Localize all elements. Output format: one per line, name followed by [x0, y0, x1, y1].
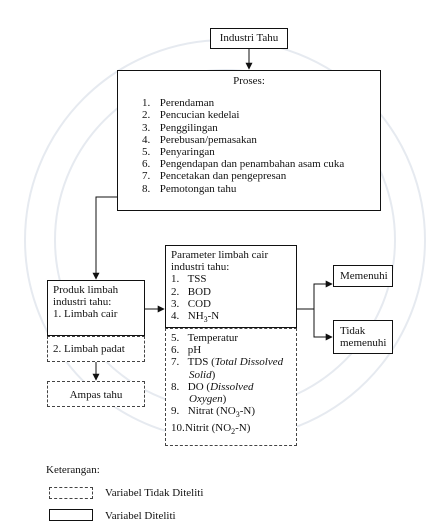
- produk-limbah-box: Produk limbah industri tahu: 1. Limbah c…: [47, 280, 145, 336]
- parameter-measured-list: 1. TSS 2. BOD 3. COD 4. NH3-N: [171, 273, 291, 326]
- legend-dashed-swatch: [49, 487, 93, 499]
- parameter-item: 9. Nitrat (NO3-N): [171, 405, 255, 420]
- proses-step: 6. Pengendapan dan penambahan asam cuka: [142, 158, 345, 171]
- legend-solid-swatch: [49, 509, 93, 521]
- proses-title: Proses:: [233, 75, 265, 87]
- proses-step: 4. Perebusan/pemasakan: [142, 133, 257, 146]
- proses-step: 2. Pencucian kedelai: [142, 109, 240, 122]
- proses-step: 5. Penyaringan: [142, 146, 215, 159]
- legend-dashed-label: Variabel Tidak Diteliti: [105, 487, 204, 499]
- tidak-memenuhi-line2: memenuhi: [340, 337, 387, 350]
- parameter-item: 5. Temperatur: [171, 332, 239, 344]
- limbah-padat-box: 2. Limbah padat: [47, 336, 145, 362]
- parameter-item: 2. BOD: [171, 285, 211, 298]
- ampas-tahu-box: Ampas tahu: [47, 381, 145, 407]
- industri-tahu-label: Industri Tahu: [219, 32, 279, 44]
- proses-box: Proses: 1. Perendaman 2. Pencucian kedel…: [117, 70, 381, 211]
- memenuhi-box: Memenuhi: [333, 265, 393, 287]
- arrow-proses-to-produk: [92, 196, 117, 280]
- parameter-item: 10.Nitrit (NO2-N): [171, 421, 251, 436]
- produk-title-line2: industri tahu:: [53, 296, 112, 309]
- legend-title: Keterangan:: [46, 464, 100, 476]
- produk-title-line1: Produk limbah: [53, 284, 119, 296]
- proses-steps: 1. Perendaman 2. Pencucian kedelai 3. Pe…: [142, 97, 380, 195]
- legend-solid-label: Variabel Diteliti: [105, 510, 176, 522]
- ampas-tahu-label: Ampas tahu: [69, 389, 123, 401]
- proses-step: 8. Pemotongan tahu: [142, 182, 237, 195]
- tidak-memenuhi-box: Tidak memenuhi: [333, 320, 393, 354]
- produk-item-limbah-padat: 2. Limbah padat: [53, 343, 125, 355]
- parameter-item: 7. TDS (Total Dissolved Solid): [171, 356, 284, 381]
- parameter-item: 8. DO (Dissolved Oxygen): [171, 380, 254, 406]
- parameter-box: Parameter limbah cair industri tahu: 1. …: [165, 245, 297, 328]
- parameter-title-line1: Parameter limbah cair: [171, 249, 269, 261]
- parameter-title-line2: industri tahu:: [171, 261, 230, 274]
- parameter-unmeasured-list: 5. Temperatur 6. pH 7. TDS (Total Dissol…: [171, 332, 291, 438]
- parameter-item: 3. COD: [171, 297, 211, 310]
- tidak-memenuhi-line1: Tidak: [340, 325, 366, 337]
- proses-step: 1. Perendaman: [142, 97, 215, 110]
- memenuhi-label: Memenuhi: [340, 270, 388, 282]
- parameter-item: 1. TSS: [171, 273, 207, 286]
- produk-item-limbah-cair: 1. Limbah cair: [53, 308, 118, 321]
- arrow-to-memenuhi: [313, 280, 333, 309]
- parameter-item: 6. pH: [171, 344, 202, 357]
- parameter-unmeasured-box: 5. Temperatur 6. pH 7. TDS (Total Dissol…: [165, 328, 297, 446]
- proses-step: 7. Pencetakan dan pengepresan: [142, 170, 287, 183]
- arrow-to-tidak-memenuhi: [313, 309, 333, 341]
- proses-step: 3. Penggilingan: [142, 121, 218, 134]
- parameter-item: 4. NH3-N: [171, 310, 220, 325]
- industri-tahu-box: Industri Tahu: [210, 28, 288, 49]
